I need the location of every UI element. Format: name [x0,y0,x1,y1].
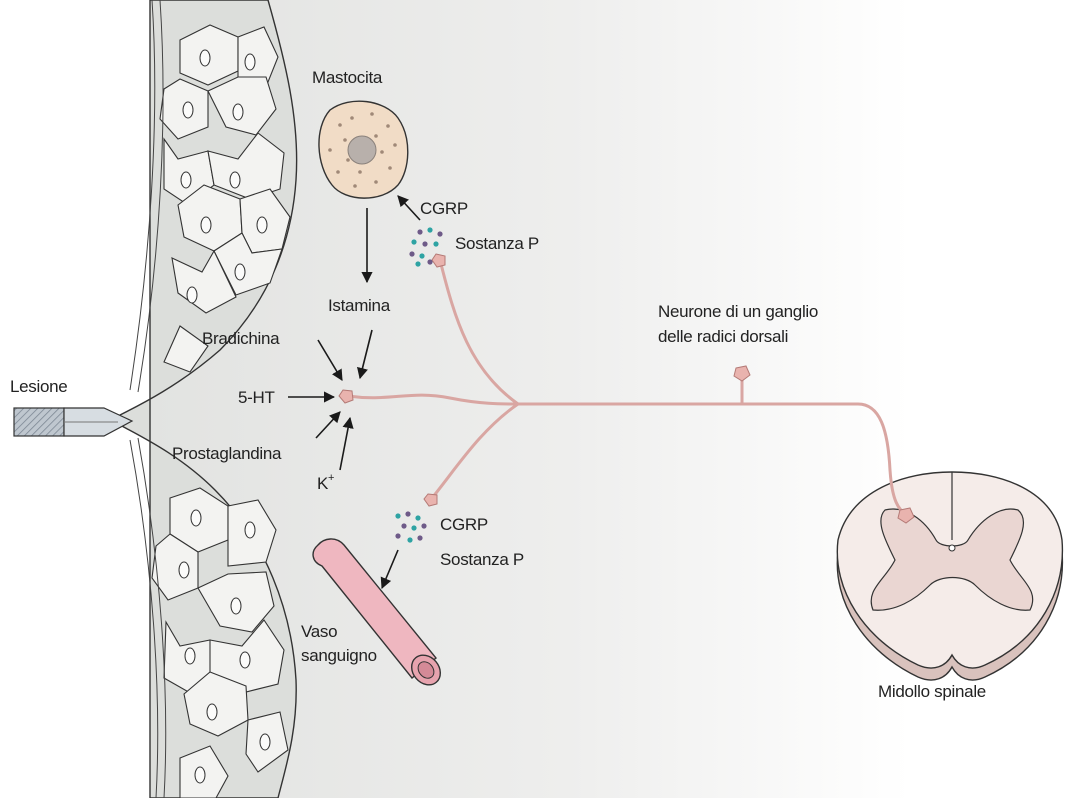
label-lesione: Lesione [10,377,67,396]
label-neurone-line2: delle radici dorsali [658,327,788,346]
label-mastocita: Mastocita [312,68,383,87]
label-prostaglandina: Prostaglandina [172,444,282,463]
label-istamina: Istamina [328,296,391,315]
label-sostanza-p-bottom: Sostanza P [440,550,524,569]
label-bradichina: Bradichina [202,329,280,348]
label-midollo-spinale: Midollo spinale [878,682,986,701]
label-cgrp-top: CGRP [420,199,468,218]
label-vaso-line2: sanguigno [301,646,377,665]
label-neurone-line1: Neurone di un ganglio [658,302,818,321]
scalpel-icon [14,408,132,436]
label-sostanza-p-top: Sostanza P [455,234,539,253]
label-vaso-line1: Vaso [301,622,337,641]
mast-cell [319,101,408,198]
label-5-ht: 5-HT [238,388,275,407]
label-cgrp-bottom: CGRP [440,515,488,534]
